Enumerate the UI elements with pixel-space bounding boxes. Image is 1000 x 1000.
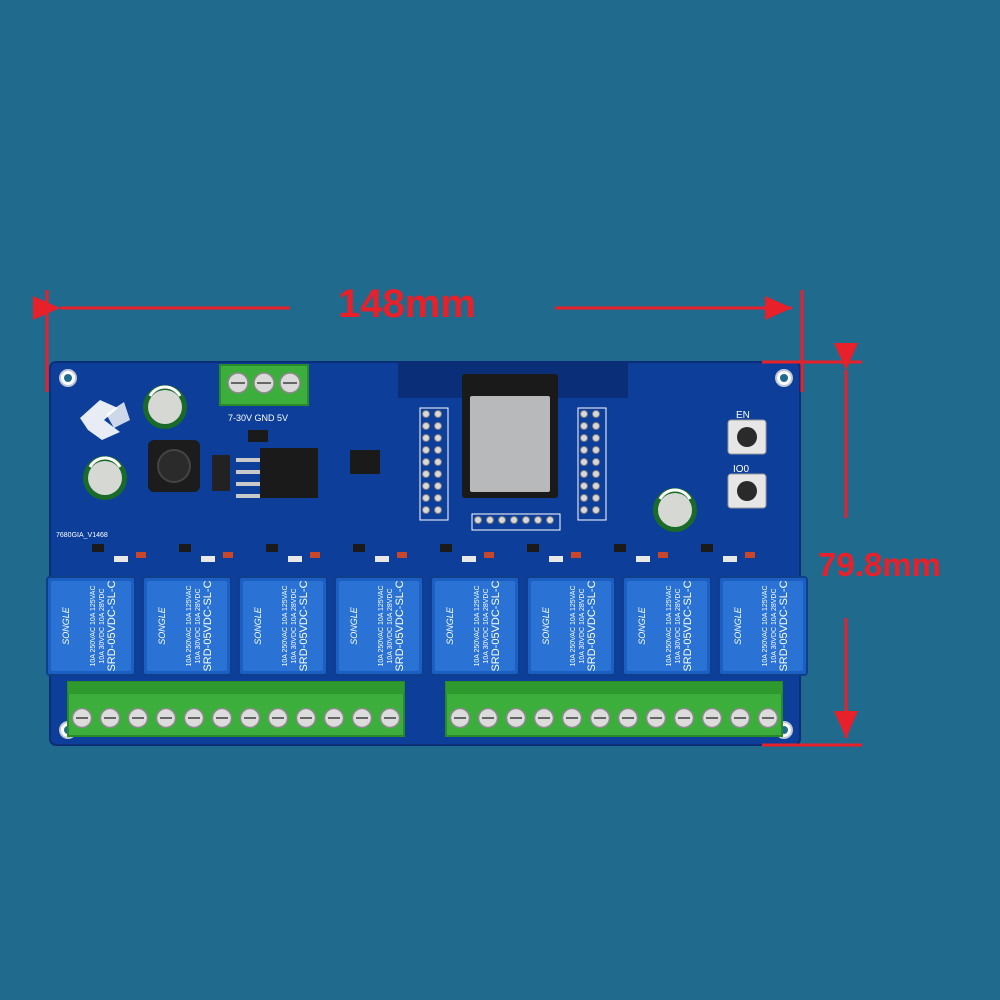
io0-button-label: IO0 [733,464,750,475]
relay-model-label: SRD-05VDC-SL-C [586,580,598,671]
relay-driver-row [92,544,755,562]
brand-logo-icon [80,400,130,440]
electrolytic-capacitor [83,456,127,500]
relay-rating-label: 10A 30VDC 10A 28VDC [99,588,106,663]
relay-brand-label: SONGLE [349,606,359,645]
electrolytic-capacitor [143,385,187,429]
diode [212,455,230,491]
relay-rating-label: 10A 30VDC 10A 28VDC [291,588,298,663]
relay-rating-label: 10A 250VAC 10A 125VAC [282,585,289,666]
relay-rating-label: 10A 30VDC 10A 28VDC [195,588,202,663]
screw-terminal-block [445,681,783,737]
board-id-label: 7680GIA_V1468 [56,532,108,539]
pin-header-bottom [471,513,561,531]
esp32-module [462,374,558,498]
power-input-terminal [219,364,309,406]
relay-rating-label: 10A 250VAC 10A 125VAC [570,585,577,666]
pin-header-right [577,407,607,521]
terminal-blocks [67,681,783,737]
relay-model-label: SRD-05VDC-SL-C [490,580,502,671]
relay-board: 7-30V GND 5V 7680GIA_V1468 EN IO0 SRD-05… [46,361,808,746]
relay-model-label: SRD-05VDC-SL-C [682,580,694,671]
relay-rating-label: 10A 250VAC 10A 125VAC [474,585,481,666]
relay-brand-label: SONGLE [637,606,647,645]
relay-model-label: SRD-05VDC-SL-C [106,580,118,671]
relay-model-label: SRD-05VDC-SL-C [778,580,790,671]
relay-rating-label: 10A 30VDC 10A 28VDC [483,588,490,663]
relay-rating-label: 10A 250VAC 10A 125VAC [90,585,97,666]
relay-rating-label: 10A 250VAC 10A 125VAC [762,585,769,666]
relay-brand-label: SONGLE [733,606,743,645]
screw-terminal-block [67,681,405,737]
relay-rating-label: 10A 30VDC 10A 28VDC [771,588,778,663]
relay-rating-label: 10A 30VDC 10A 28VDC [579,588,586,663]
power-inductor [148,440,200,492]
power-input-label: 7-30V GND 5V [228,413,288,423]
height-dimension [762,343,862,747]
io0-button[interactable] [727,473,767,509]
relay-brand-label: SONGLE [253,606,263,645]
relay-model-label: SRD-05VDC-SL-C [394,580,406,671]
relay-brand-label: SONGLE [61,606,71,645]
pin-header-left [419,407,449,521]
ldo-regulator [350,450,380,474]
en-button-label: EN [736,410,750,421]
relay-rating-label: 10A 30VDC 10A 28VDC [675,588,682,663]
voltage-regulator [236,448,318,498]
relay-model-label: SRD-05VDC-SL-C [202,580,214,671]
en-button[interactable] [727,419,767,455]
relay-rating-label: 10A 250VAC 10A 125VAC [186,585,193,666]
height-dimension-label: 79.8mm [818,546,941,583]
relay-brand-label: SONGLE [157,606,167,645]
relay-rating-label: 10A 30VDC 10A 28VDC [387,588,394,663]
ic-chip [248,430,268,442]
width-dimension [33,290,804,392]
relay-rating-label: 10A 250VAC 10A 125VAC [378,585,385,666]
width-dimension-label: 148mm [338,282,476,326]
relay-rating-label: 10A 250VAC 10A 125VAC [666,585,673,666]
relay-brand-label: SONGLE [541,606,551,645]
electrolytic-capacitor [653,488,697,532]
relay-brand-label: SONGLE [445,606,455,645]
relay-model-label: SRD-05VDC-SL-C [298,580,310,671]
